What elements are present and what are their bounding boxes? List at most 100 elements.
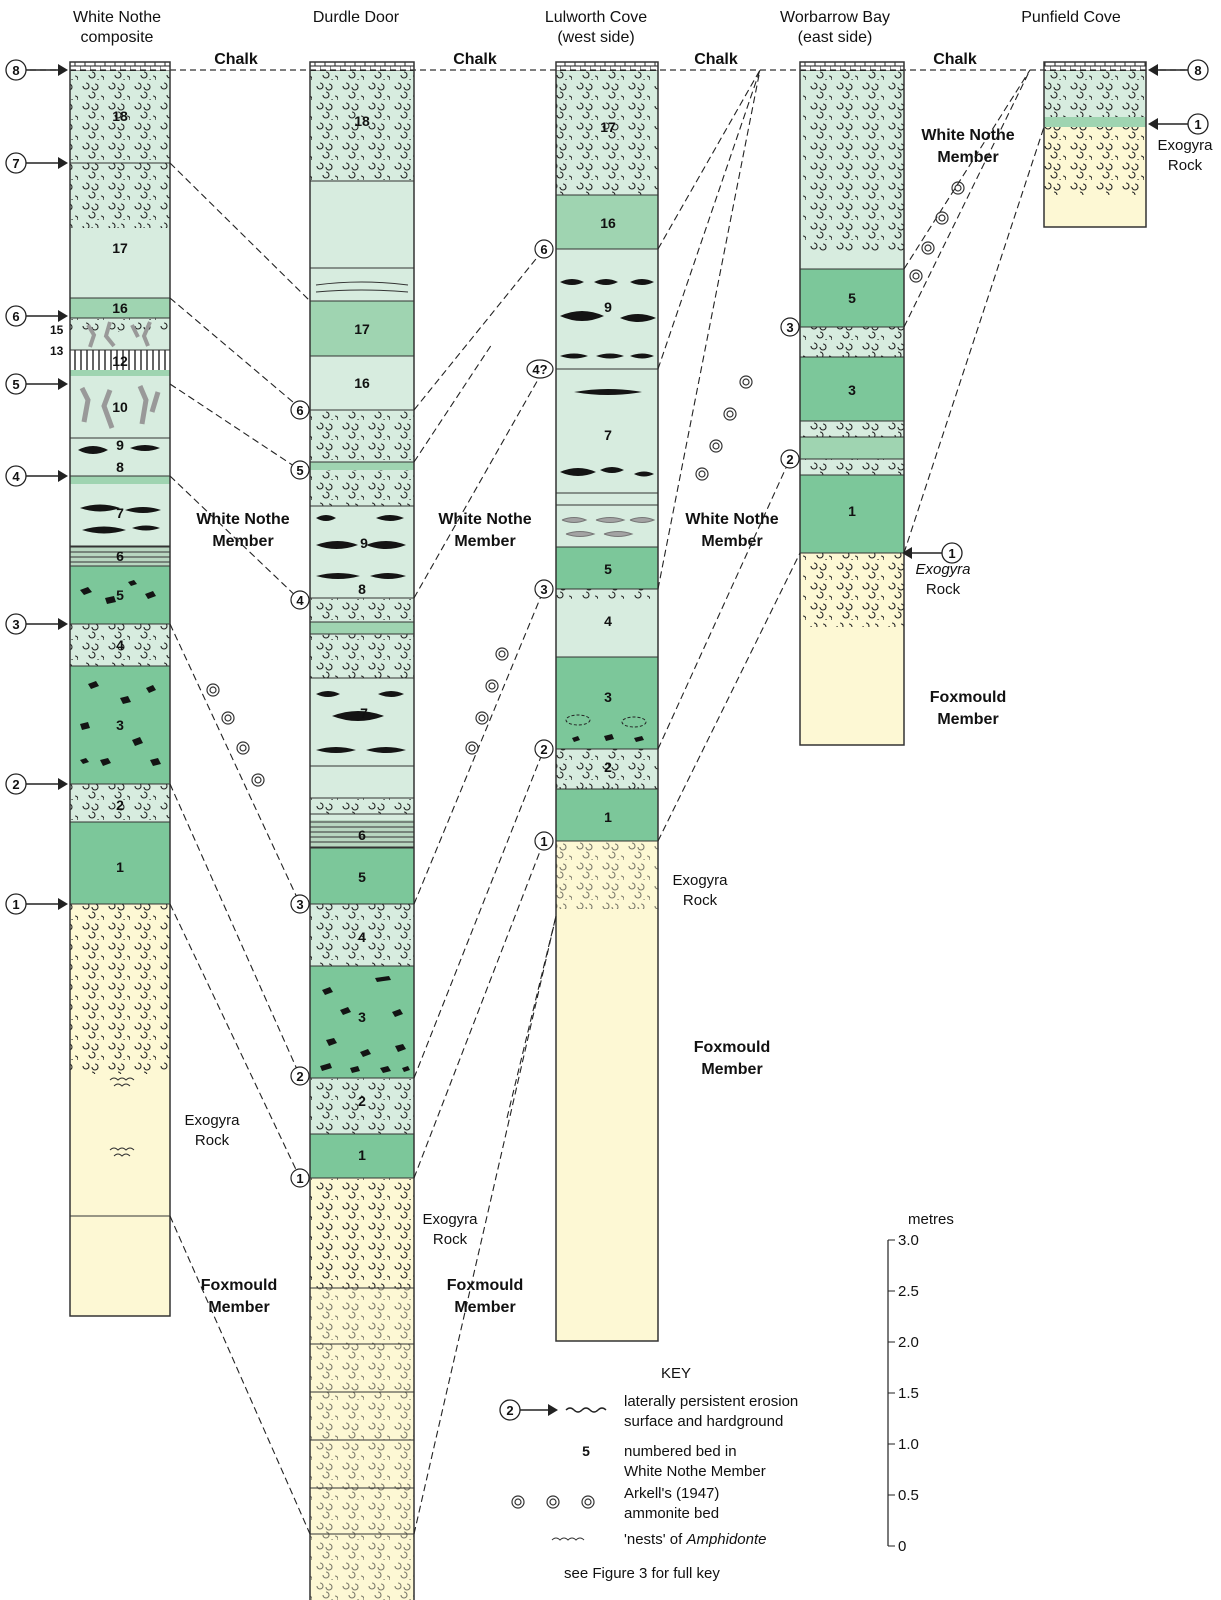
foxmould-member-label: Member — [208, 1299, 269, 1316]
key-ammonite-text: ammonite bed — [624, 1505, 719, 1522]
bed-12 — [70, 350, 170, 370]
bed-number: 5 — [116, 587, 124, 603]
bed-number: 17 — [600, 119, 616, 135]
surface-marker-dd-5: 5 — [290, 460, 310, 480]
bed-number: 16 — [600, 215, 616, 231]
foxmould-top — [70, 1216, 170, 1316]
column-subtitle-white-nothe: composite — [81, 29, 154, 46]
bed-number: 5 — [358, 869, 366, 885]
bed-5 — [556, 547, 658, 589]
key-erosion-text: surface and hardground — [624, 1413, 783, 1430]
svg-text:1: 1 — [948, 546, 955, 561]
bed-4 — [556, 589, 658, 657]
surface-marker-2: 2 — [5, 773, 68, 795]
chalk-cap — [799, 61, 905, 72]
svg-text:7: 7 — [12, 156, 19, 171]
svg-text:1: 1 — [1194, 117, 1201, 132]
scale-tick: 2.0 — [898, 1334, 919, 1351]
exogyra-rock-label: Exogyra — [184, 1112, 240, 1129]
bed-16 — [310, 356, 414, 410]
svg-text:4: 4 — [12, 469, 20, 484]
scale-tick: 2.5 — [898, 1283, 919, 1300]
surface-marker-pc-8: 8 — [1148, 59, 1209, 81]
bed-9 — [70, 438, 170, 476]
key-bed-text: White Nothe Member — [624, 1463, 766, 1480]
surface-marker-dd-4: 4 — [290, 590, 310, 610]
foxmould-member-label: Member — [937, 711, 998, 728]
svg-text:3: 3 — [540, 582, 547, 597]
exogyra-rock-label: Rock — [926, 581, 961, 598]
svg-text:1: 1 — [540, 834, 547, 849]
bed-5 — [800, 269, 904, 327]
surface-marker-lc-4q: 4? — [526, 359, 554, 379]
bed-16 — [556, 195, 658, 249]
chalk-label: Chalk — [453, 51, 497, 68]
svg-text:5: 5 — [296, 463, 303, 478]
white-nothe-member-label: White Nothe — [438, 511, 531, 528]
svg-text:4: 4 — [296, 593, 304, 608]
column-punfield-cove: Exogyra Rock — [1043, 61, 1213, 228]
bed-number: 8 — [116, 459, 124, 475]
surface-marker-lc-1: 1 — [534, 831, 554, 851]
svg-text:1: 1 — [12, 897, 19, 912]
chalk-cap — [555, 61, 659, 72]
svg-text:1: 1 — [296, 1171, 303, 1186]
bed-9 — [556, 249, 658, 369]
white-nothe-member-label: White Nothe — [921, 127, 1014, 144]
bed-number: 1 — [358, 1147, 366, 1163]
bed-upper-pale — [310, 181, 414, 301]
svg-text:6: 6 — [296, 403, 303, 418]
bed-number: 13 — [50, 344, 64, 358]
chalk-cap — [309, 61, 415, 72]
bed-number: 3 — [358, 1009, 366, 1025]
bed-7 — [70, 484, 170, 546]
bed-number: 4 — [358, 929, 366, 945]
bed-number: 1 — [604, 809, 612, 825]
svg-text:3: 3 — [786, 320, 793, 335]
bed-number: 3 — [116, 717, 124, 733]
correlation-lines — [169, 69, 1045, 1535]
bed-number: 9 — [116, 437, 124, 453]
svg-text:3: 3 — [296, 897, 303, 912]
surface-marker-pc-1: 1 — [1148, 113, 1209, 135]
exogyra-rock-label: Rock — [683, 892, 718, 909]
column-title-worbarrow-bay: Worbarrow Bay — [780, 9, 890, 26]
svg-text:6: 6 — [540, 242, 547, 257]
bed-number: 5 — [604, 561, 612, 577]
bed-number: 4 — [116, 637, 124, 653]
bed-1 — [556, 789, 658, 841]
scale-tick: 0 — [898, 1538, 906, 1555]
key-bed-number-symbol: 5 — [582, 1443, 590, 1459]
key-ammonite-text: Arkell's (1947) — [624, 1485, 719, 1502]
bed-number: 4 — [604, 613, 612, 629]
bed-number: 2 — [116, 797, 124, 813]
column-title-durdle-door: Durdle Door — [313, 9, 400, 26]
svg-text:8: 8 — [12, 63, 19, 78]
ammonite-bed-symbols — [206, 181, 965, 787]
column-worbarrow-bay: 5 3 1 Exogyra Rock Foxmould Member White… — [799, 61, 1015, 746]
bed-number: 1 — [116, 859, 124, 875]
bed-number: 18 — [112, 108, 128, 124]
bed-number: 9 — [360, 535, 368, 551]
exogyra-rock-label: Exogyra — [422, 1211, 478, 1228]
bed-3 — [556, 657, 658, 749]
bed-3 — [310, 966, 414, 1078]
svg-text:8: 8 — [1194, 63, 1201, 78]
surface-marker-dd-2: 2 — [290, 1066, 310, 1086]
bed-number: 7 — [604, 427, 612, 443]
surface-marker-dd-3: 3 — [290, 894, 310, 914]
foxmould-member-label: Foxmould — [447, 1277, 523, 1294]
surface-marker-wb-1: 1 — [902, 542, 963, 564]
bed-6 — [70, 546, 170, 566]
erosion-surface-markers: 8 7 6 5 4 3 2 — [5, 59, 1209, 1188]
white-nothe-member-label: Member — [454, 533, 515, 550]
bed-6 — [310, 820, 414, 848]
chalk-cap — [69, 61, 171, 72]
exogyra-rock-label: Rock — [195, 1132, 230, 1149]
bed-number: 10 — [112, 399, 128, 415]
white-nothe-member-label: Member — [937, 149, 998, 166]
bed-number: 16 — [354, 375, 370, 391]
scale-tick: 3.0 — [898, 1232, 919, 1249]
scale-bar: metres 3.0 2.5 2.0 1.5 1.0 0.5 0 — [887, 1211, 954, 1555]
